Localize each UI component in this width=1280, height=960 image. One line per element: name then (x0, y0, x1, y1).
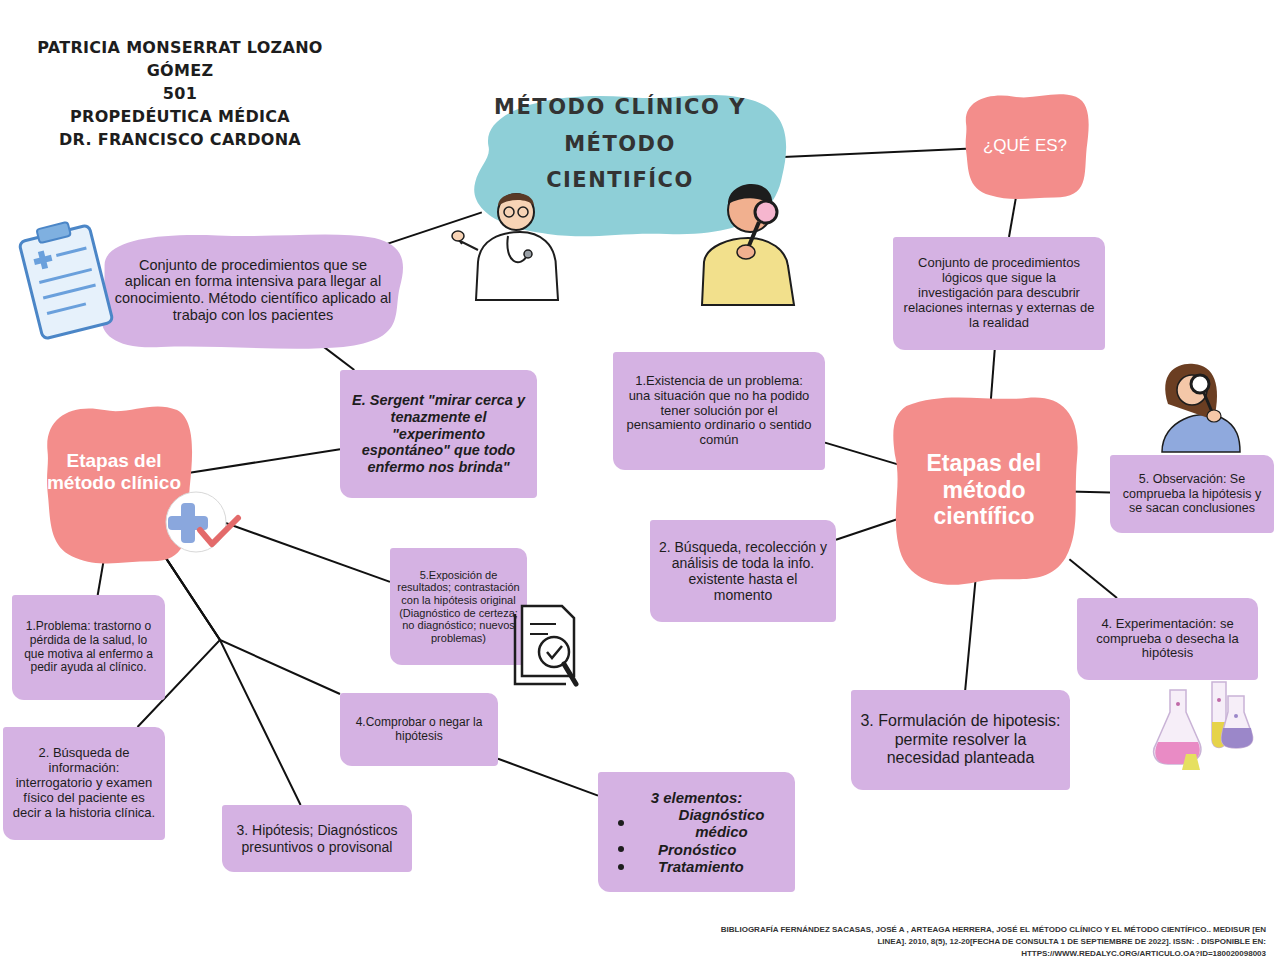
child-with-magnifier-illustration (702, 184, 794, 305)
node-text: 1.Problema: trastorno o pérdida de la sa… (20, 620, 157, 675)
definition-blob: Conjunto de procedimientos que se aplica… (92, 228, 406, 352)
node-text: 3 elementos: (608, 789, 785, 806)
connector-line (321, 345, 355, 370)
bullet-dot (618, 864, 624, 870)
node-text: Conjunto de procedimientos que se aplica… (114, 257, 392, 324)
node-text: 4.Comprobar o negar la hipótesis (346, 716, 492, 744)
bullet-dot (618, 820, 624, 826)
connector-line (772, 149, 966, 158)
list-item-text: Tratamiento (658, 858, 744, 875)
list-item-text: Diagnóstico médico (658, 806, 785, 841)
bullet-dot (618, 846, 624, 852)
node-content: E. Sergent "mirar cerca y tenazmente el … (340, 386, 537, 481)
node-content: 1.Existencia de un problema: una situaci… (613, 368, 825, 455)
node-text: 2. Búsqueda de información: interrogator… (11, 746, 157, 821)
node-text: 5.Exposición de resultados; contrastació… (396, 569, 521, 645)
node-content: Conjunto de procedimientos lógicos que s… (893, 250, 1105, 337)
definition-box: Conjunto de procedimientos lógicos que s… (893, 237, 1105, 350)
node-text: 3. Formulación de hipotesis: permite res… (859, 712, 1062, 767)
connector-line (836, 519, 899, 540)
header-line: DR. FRANCISCO CARDONA (20, 128, 340, 151)
node-content: 3. Hipótesis; Diagnósticos presuntivos o… (222, 816, 412, 860)
medical-check-icon (166, 492, 238, 552)
blob-outline (893, 397, 1077, 584)
node-content: 4.Comprobar o negar la hipótesis (340, 710, 498, 750)
node-text: Etapas del método clínico (46, 450, 182, 494)
connector-line (166, 558, 340, 694)
node-text: 5. Observación: Se comprueba la hipótesi… (1116, 472, 1268, 515)
author-header: PATRICIA MONSERRAT LOZANO GÓMEZ501PROPED… (20, 36, 340, 151)
node-content: 5.Exposición de resultados; contrastació… (390, 563, 527, 651)
list-item-text: Pronóstico (658, 841, 736, 858)
question-blob: ¿QUÉ ES? (958, 90, 1092, 202)
list-item: Pronóstico (608, 841, 785, 858)
connector-line (387, 212, 482, 244)
list-item: Tratamiento (608, 858, 785, 875)
node-text: 3. Hipótesis; Diagnósticos presuntivos o… (230, 822, 404, 854)
header-line: PROPEDÉUTICA MÉDICA (20, 105, 340, 128)
node-content: MÉTODO CLÍNICO Y MÉTODO CIENTIFÍCO (462, 89, 792, 239)
flasks-illustration (1154, 682, 1253, 770)
connector-line (187, 449, 341, 473)
node-text: 2. Búsqueda, recolección y análisis de t… (658, 539, 828, 603)
connector-line (1069, 559, 1117, 598)
quote-box: E. Sergent "mirar cerca y tenazmente el … (340, 370, 537, 498)
connector-line (498, 759, 598, 796)
node-text: Etapas del método científico (901, 450, 1067, 529)
stage-box: 4.Comprobar o negar la hipótesis (340, 693, 498, 766)
stage-box: 5.Exposición de resultados; contrastació… (390, 548, 527, 665)
header-line: PATRICIA MONSERRAT LOZANO GÓMEZ (20, 36, 340, 82)
blob-outline (966, 94, 1089, 199)
node-content: 3. Formulación de hipotesis: permite res… (851, 706, 1070, 773)
stage-heading-blob: Etapas del método científico (887, 390, 1081, 590)
bibliography-note: BIBLIOGRAFÍA FERNÁNDEZ SACASAS, JOSÉ A ,… (718, 924, 1266, 960)
header-line: 501 (20, 82, 340, 105)
node-content: 5. Observación: Se comprueba la hipótesi… (1110, 466, 1274, 521)
stage-box: 2. Búsqueda, recolección y análisis de t… (650, 520, 836, 622)
document-check-icon (515, 606, 576, 684)
node-content: 4. Experimentación: se comprueba o desec… (1077, 611, 1258, 668)
node-content: Etapas del método científico (887, 450, 1081, 529)
elements-box: 3 elementos:Diagnóstico médicoPronóstico… (598, 772, 795, 892)
node-content: Conjunto de procedimientos que se aplica… (92, 257, 406, 324)
connector-line (187, 509, 391, 582)
stage-box: 5. Observación: Se comprueba la hipótesi… (1110, 455, 1274, 533)
connector-line (98, 558, 104, 595)
connector-line (166, 558, 301, 805)
title-blob: MÉTODO CLÍNICO Y MÉTODO CIENTIFÍCO (462, 88, 792, 240)
stage-heading-blob: Etapas del método clínico (38, 400, 196, 568)
doctor-illustration (452, 193, 558, 300)
connector-line (1009, 195, 1016, 237)
node-content: 2. Búsqueda de información: interrogator… (3, 740, 165, 827)
connector-line (825, 443, 899, 465)
connector-line (965, 578, 976, 690)
stage-box: 2. Búsqueda de información: interrogator… (3, 727, 165, 840)
connector-line (991, 350, 995, 402)
stage-box: 1.Existencia de un problema: una situaci… (613, 352, 825, 470)
stage-box: 3. Formulación de hipotesis: permite res… (851, 690, 1070, 790)
node-content: 3 elementos:Diagnóstico médicoPronóstico… (598, 783, 795, 881)
node-text: E. Sergent "mirar cerca y tenazmente el … (350, 392, 527, 475)
stage-box: 4. Experimentación: se comprueba o desec… (1077, 598, 1258, 680)
node-content: Etapas del método clínico (38, 450, 196, 518)
stage-box: 3. Hipótesis; Diagnósticos presuntivos o… (222, 805, 412, 872)
node-text: 1.Existencia de un problema: una situaci… (623, 374, 815, 449)
node-content: 2. Búsqueda, recolección y análisis de t… (650, 533, 836, 609)
girl-with-magnifier-illustration (1162, 364, 1240, 452)
clipboard-icon (19, 222, 113, 339)
node-content: 1.Problema: trastorno o pérdida de la sa… (12, 614, 165, 681)
blob-outline (101, 235, 403, 349)
list-item: Diagnóstico médico (608, 806, 785, 841)
node-content: ¿QUÉ ES? (958, 136, 1092, 156)
node-text: 4. Experimentación: se comprueba o desec… (1085, 617, 1250, 662)
node-text: ¿QUÉ ES? (966, 136, 1084, 156)
node-text: Conjunto de procedimientos lógicos que s… (903, 256, 1095, 331)
stage-box: 1.Problema: trastorno o pérdida de la sa… (12, 595, 165, 700)
node-text: MÉTODO CLÍNICO Y MÉTODO CIENTIFÍCO (488, 89, 752, 199)
